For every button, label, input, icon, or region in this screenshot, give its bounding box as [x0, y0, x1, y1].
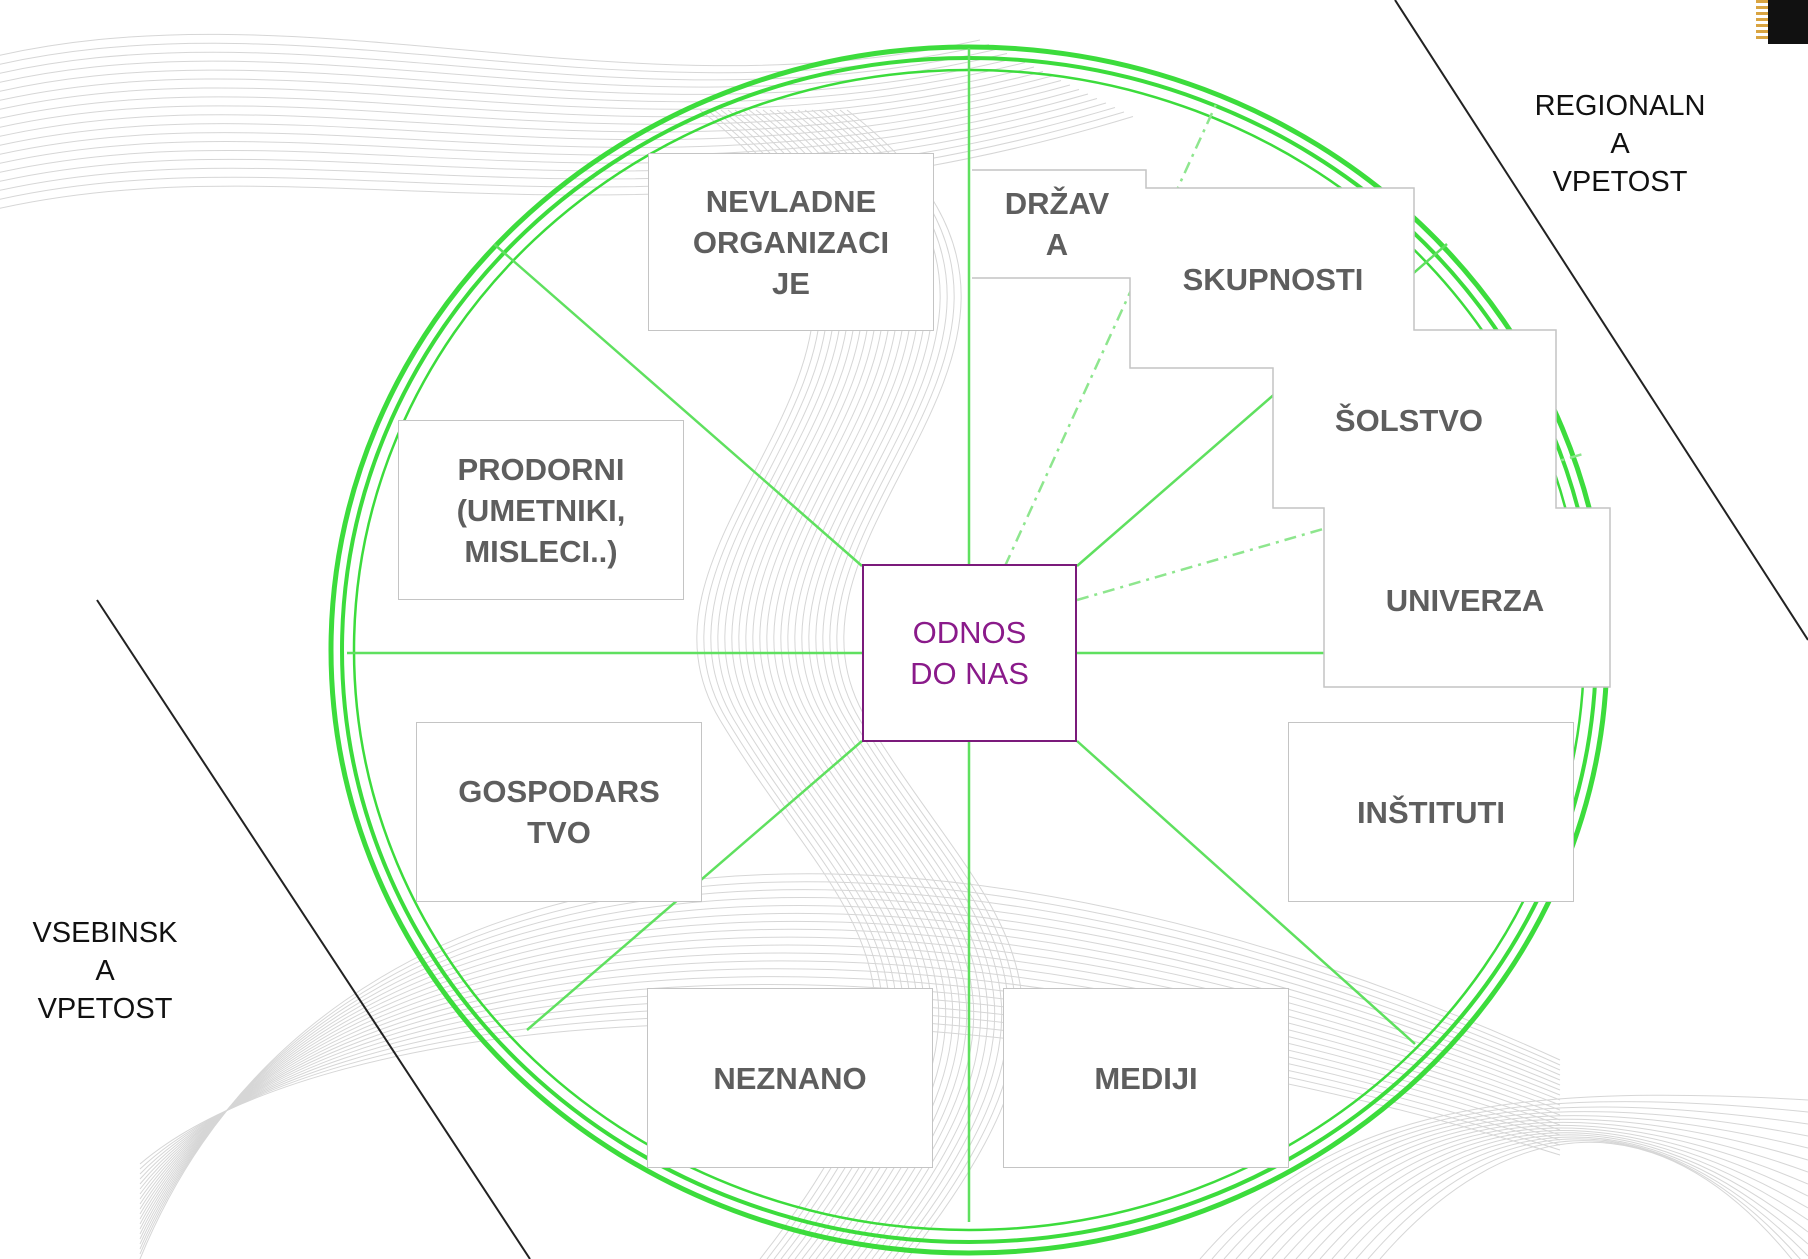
- sector-solstvo[interactable]: ŠOLSTVO: [1334, 403, 1484, 438]
- wave-line: [0, 62, 1026, 103]
- wave-line: [1295, 1127, 1808, 1259]
- sector-gospodarstvo[interactable]: GOSPODARS TVO: [416, 722, 702, 902]
- wave-line: [0, 98, 1098, 173]
- wave-line: [0, 66, 1035, 110]
- wave-line: [1199, 1094, 1808, 1259]
- wave-line: [0, 48, 999, 81]
- wave-line: [0, 53, 1008, 88]
- dash-line-drzava: [1003, 99, 1220, 567]
- sector-nevladne-organizacije[interactable]: NEVLADNE ORGANIZACI JE: [648, 153, 934, 331]
- sector-mediji[interactable]: MEDIJI: [1003, 988, 1289, 1168]
- wave-line: [0, 57, 1017, 95]
- wave-line: [1247, 1115, 1808, 1259]
- sector-drzava[interactable]: DRŽAV A: [1004, 186, 1110, 262]
- wave-line: [0, 89, 1080, 155]
- wave-line: [0, 71, 1044, 119]
- wave-line: [1355, 1138, 1808, 1259]
- sector-instituti[interactable]: INŠTITUTI: [1288, 722, 1574, 902]
- wave-line: [1283, 1124, 1808, 1259]
- stepped-sector-outline: [972, 169, 1611, 688]
- wave-line: [1367, 1140, 1801, 1259]
- sector-skupnosti[interactable]: SKUPNOSTI: [1182, 262, 1364, 297]
- sector-neznano[interactable]: NEZNANO: [647, 988, 933, 1168]
- wave-line: [1319, 1132, 1808, 1259]
- wave-line: [0, 93, 1089, 164]
- spoke-lower-right: [1076, 740, 1416, 1045]
- wave-line: [1343, 1136, 1808, 1259]
- wave-line: [0, 42, 990, 74]
- logo-accent-icon: [1756, 0, 1768, 40]
- sector-prodorni[interactable]: PRODORNI (UMETNIKI, MISLECI..): [398, 420, 684, 600]
- wave-line: [1331, 1134, 1808, 1259]
- wave-line: [822, 109, 1003, 1259]
- content-axis-line: [96, 599, 531, 1259]
- regional-axis-line: [1394, 0, 1808, 641]
- wave-line: [1379, 1141, 1793, 1259]
- wave-line: [0, 80, 1062, 137]
- sector-univerza[interactable]: UNIVERZA: [1385, 583, 1545, 618]
- wave-line: [1259, 1118, 1808, 1259]
- label-regionalna-vpetost: REGIONALN A VPETOST: [1534, 90, 1706, 198]
- wave-line: [0, 102, 1107, 182]
- wave-line: [0, 75, 1053, 128]
- wave-line: [1211, 1101, 1808, 1259]
- logo-icon: [1768, 0, 1808, 44]
- spokes: [347, 48, 1610, 1222]
- wave-line: [1307, 1130, 1808, 1259]
- wave-line: [1223, 1106, 1808, 1259]
- wave-line: [1235, 1111, 1808, 1259]
- spoke-upper-left: [493, 243, 863, 567]
- wave-line: [1271, 1121, 1808, 1259]
- center-odnos-do-nas[interactable]: ODNOS DO NAS: [862, 564, 1077, 742]
- label-vsebinska-vpetost: VSEBINSK A VPETOST: [32, 917, 178, 1025]
- wave-line: [0, 84, 1071, 146]
